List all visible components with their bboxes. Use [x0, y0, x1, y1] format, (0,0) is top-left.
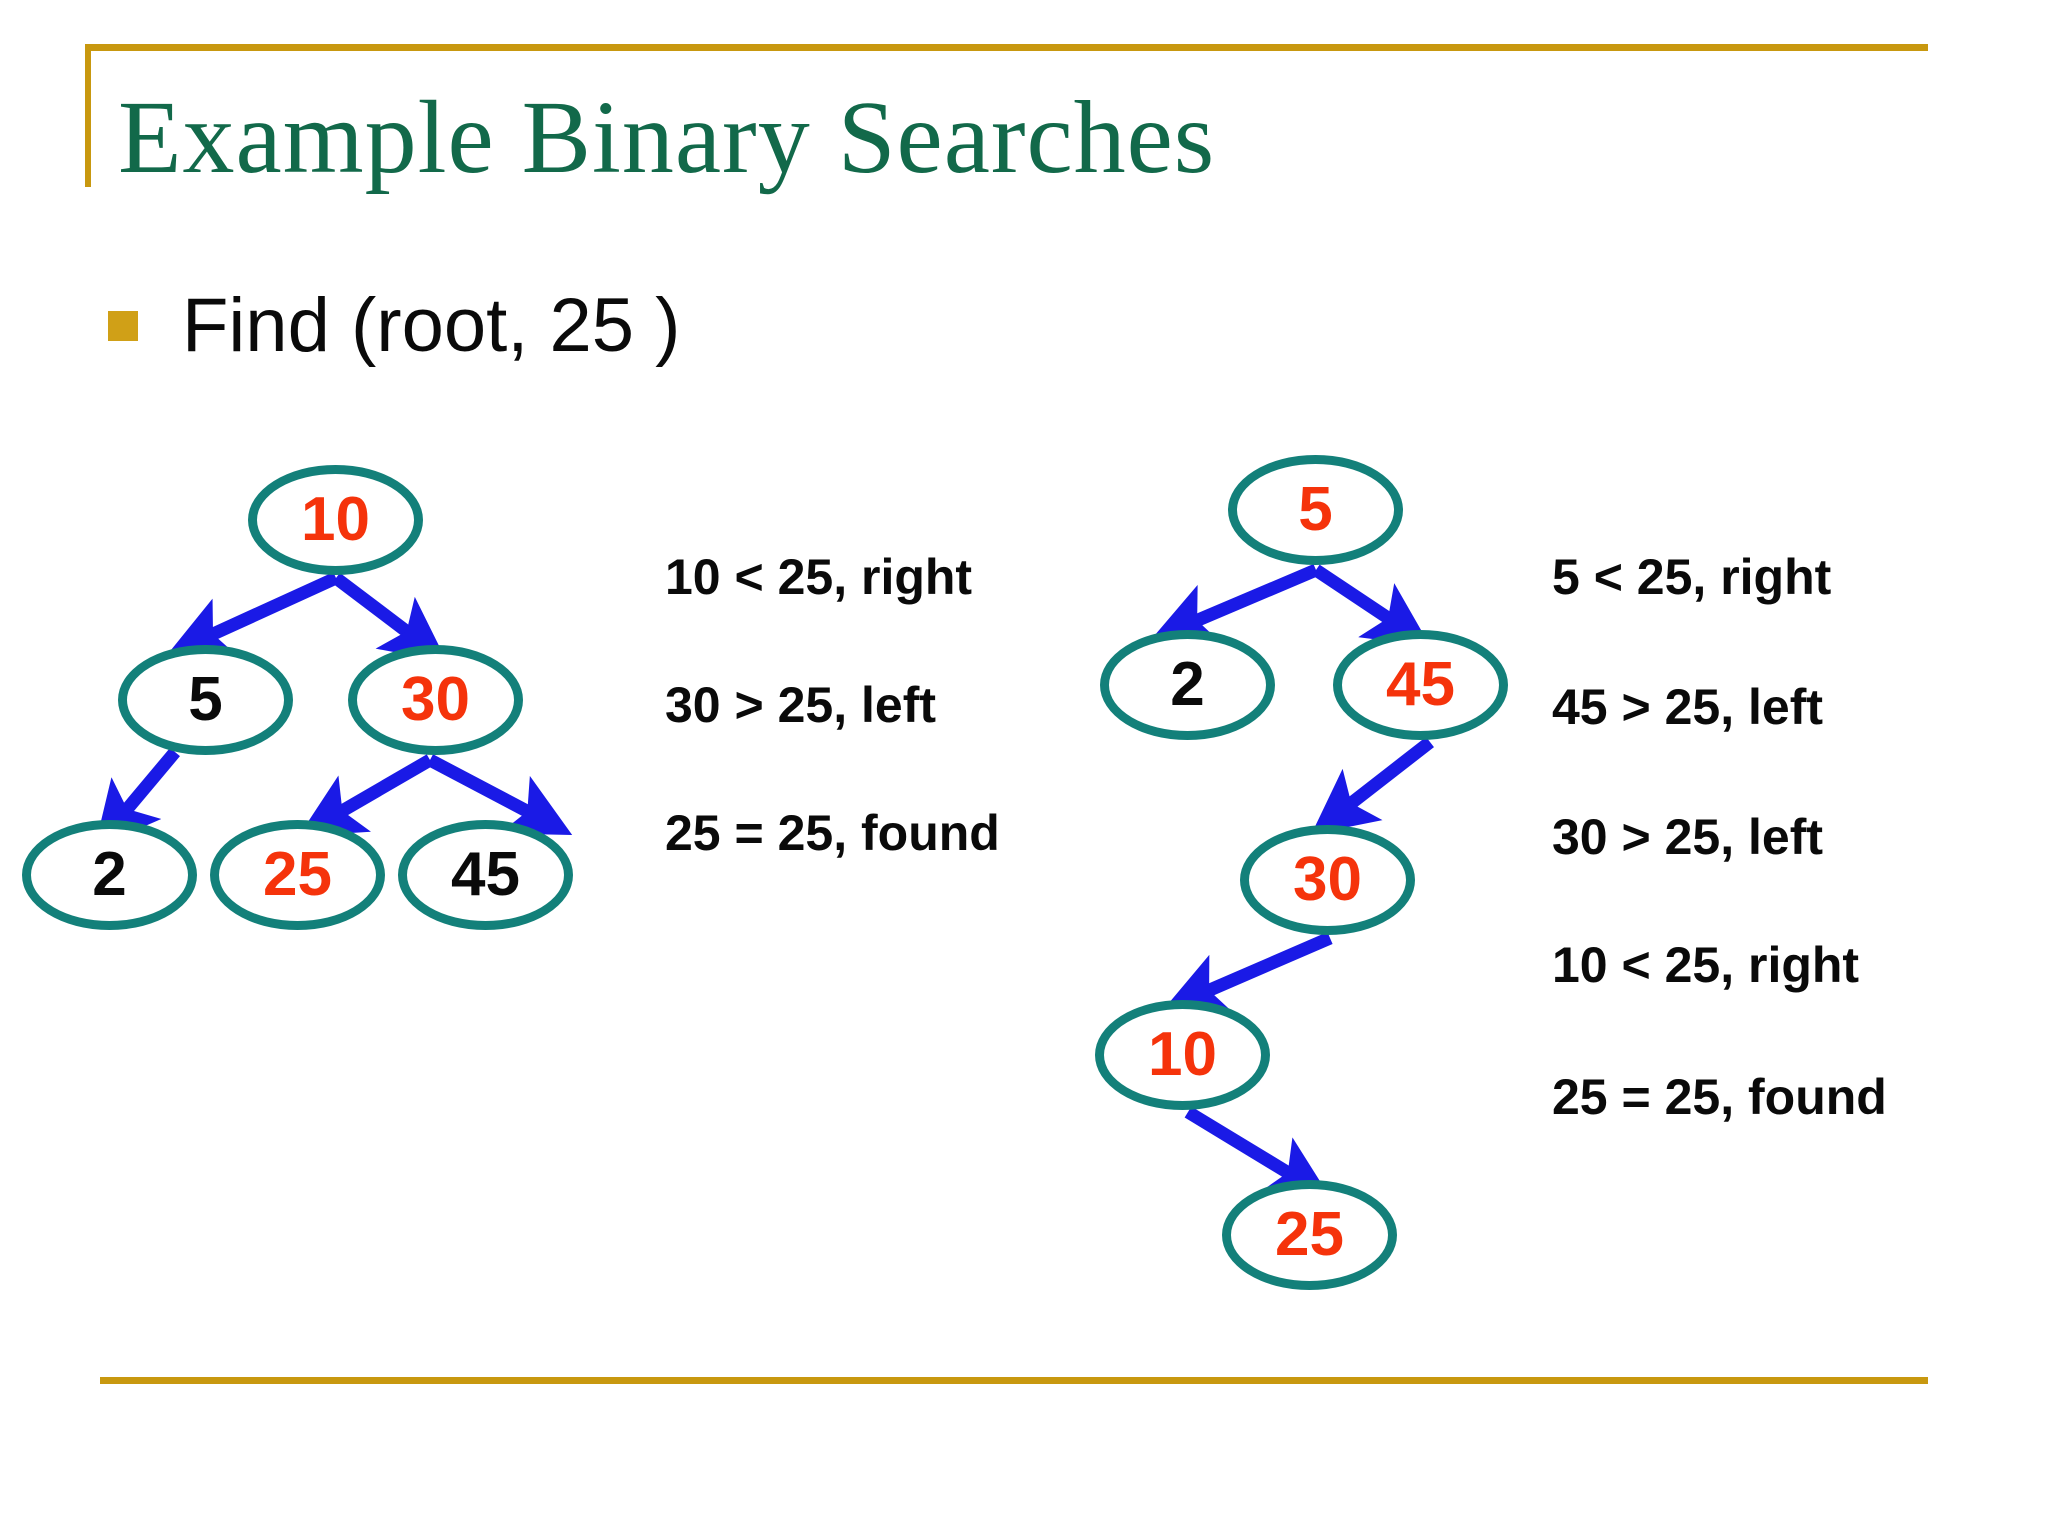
tree-node-5: 5 [1228, 455, 1403, 565]
comparison-step: 25 = 25, found [1552, 1069, 1887, 1125]
tree-node-30: 30 [1240, 825, 1415, 935]
comparison-step: 10 < 25, right [665, 549, 973, 605]
comparison-step: 45 > 25, left [1552, 679, 1823, 735]
tree-node-2: 2 [22, 820, 197, 930]
tree-node-25: 25 [1222, 1180, 1397, 1290]
edge-30-to-25 [298, 754, 434, 837]
edge-10-to-5 [166, 572, 339, 658]
edge-5-to-2 [1150, 564, 1319, 645]
tree-node-2: 2 [1100, 630, 1275, 740]
edge-30-to-10 [1162, 932, 1333, 1015]
edge-45-to-30 [1311, 736, 1434, 835]
edge-10-to-30 [332, 572, 448, 662]
comparison-step: 30 > 25, left [1552, 809, 1823, 865]
bullet-label: Find (root, 25 ) [182, 283, 681, 368]
frame-bottom-rule [100, 1377, 1928, 1384]
comparison-step: 10 < 25, right [1552, 937, 1860, 993]
edge-30-to-45 [426, 754, 573, 835]
comparison-step: 25 = 25, found [665, 805, 1000, 861]
tree-node-45: 45 [398, 820, 573, 930]
tree-node-45: 45 [1333, 630, 1508, 740]
tree-node-30: 30 [348, 645, 523, 755]
tree-node-10: 10 [1095, 1000, 1270, 1110]
edge-5-to-2 [94, 747, 180, 848]
tree-node-25: 25 [210, 820, 385, 930]
tree-node-5: 5 [118, 645, 293, 755]
frame-left-rule [85, 44, 91, 187]
page-title: Example Binary Searches [118, 80, 1216, 195]
comparison-step: 5 < 25, right [1552, 549, 1832, 605]
edge-10-to-25 [1184, 1106, 1332, 1199]
comparison-step: 30 > 25, left [665, 677, 936, 733]
edge-5-to-45 [1312, 564, 1431, 647]
square-bullet-icon [108, 311, 138, 341]
bullet-row: Find (root, 25 ) [108, 288, 680, 364]
frame-top-rule [85, 44, 1928, 51]
tree-node-10: 10 [248, 465, 423, 575]
